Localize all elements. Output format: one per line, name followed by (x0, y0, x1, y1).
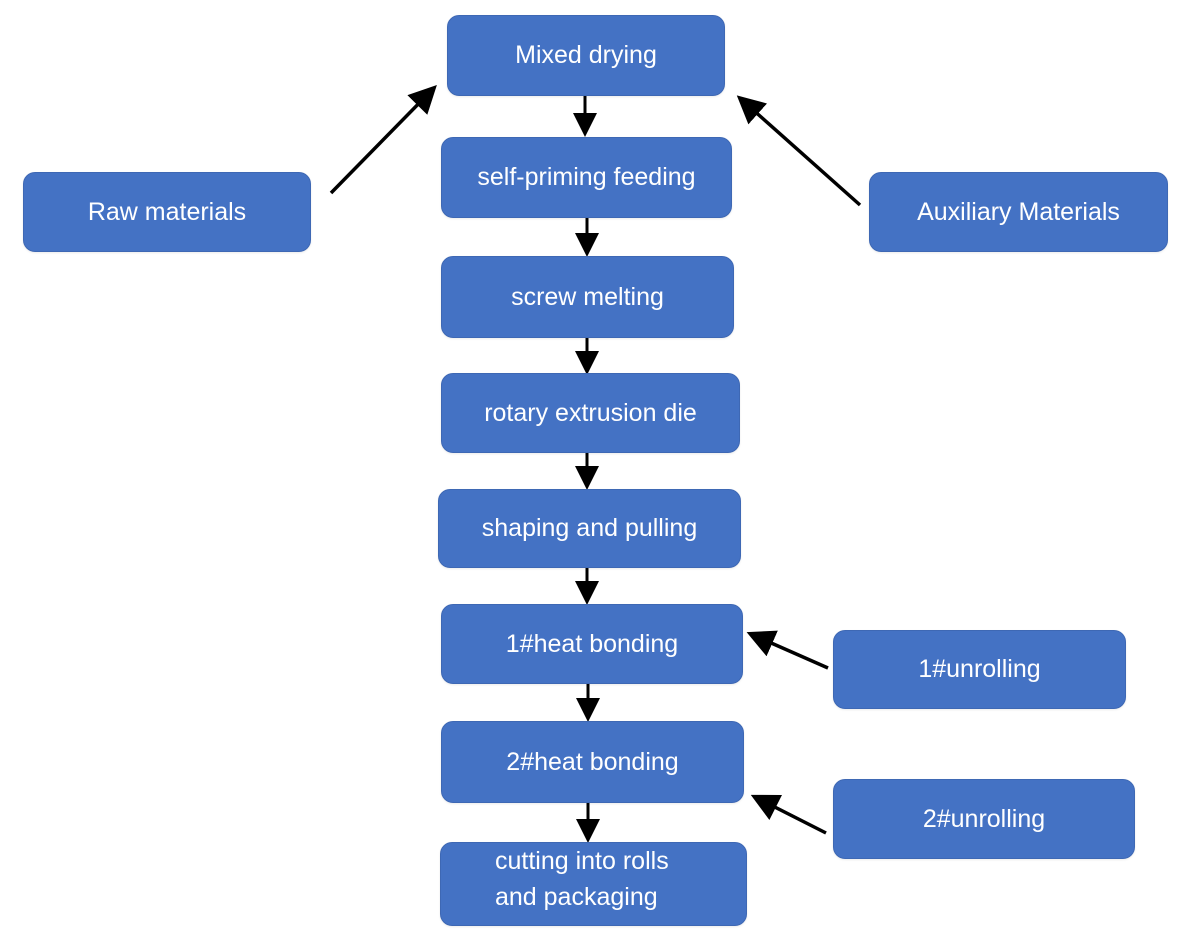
cutting-label-line1: cutting into rolls (495, 847, 669, 875)
raw-materials-label: Raw materials (87, 197, 247, 226)
arrow-unrolling2-to-bonding2 (750, 794, 827, 835)
self-priming-feeding-box: self-priming feeding (441, 137, 732, 218)
screw-melting-label: screw melting (511, 282, 664, 311)
heat-bonding-2-label: 2#heat bonding (506, 747, 679, 776)
heat-bonding-1-box: 1#heat bonding (441, 604, 743, 684)
mixed-drying-label: Mixed drying (515, 41, 657, 70)
rotary-extrusion-die-box: rotary extrusion die (441, 373, 740, 453)
screw-melting-box: screw melting (441, 256, 734, 338)
self-priming-feeding-label: self-priming feeding (477, 163, 696, 192)
mixed-drying-box: Mixed drying (447, 15, 725, 96)
cutting-and-packaging-box: cutting into rolls and packaging (440, 842, 747, 926)
arrow-unrolling1-to-bonding1 (746, 630, 829, 670)
unrolling-1-box: 1#unrolling (833, 630, 1126, 709)
shaping-and-pulling-label: shaping and pulling (481, 514, 698, 543)
auxiliary-materials-label: Auxiliary Materials (917, 197, 1120, 226)
arrow-raw-to-drying (329, 85, 437, 195)
auxiliary-materials-box: Auxiliary Materials (869, 172, 1168, 252)
unrolling-2-box: 2#unrolling (833, 779, 1135, 859)
unrolling-1-label: 1#unrolling (918, 655, 1041, 684)
unrolling-2-label: 2#unrolling (922, 804, 1046, 833)
shaping-and-pulling-box: shaping and pulling (438, 489, 741, 568)
heat-bonding-1-label: 1#heat bonding (505, 629, 679, 658)
arrow-auxiliary-to-drying (736, 95, 862, 207)
heat-bonding-2-box: 2#heat bonding (441, 721, 744, 803)
raw-materials-box: Raw materials (23, 172, 311, 252)
cutting-label-line2: and packaging (495, 883, 658, 912)
rotary-extrusion-die-label: rotary extrusion die (484, 398, 697, 427)
